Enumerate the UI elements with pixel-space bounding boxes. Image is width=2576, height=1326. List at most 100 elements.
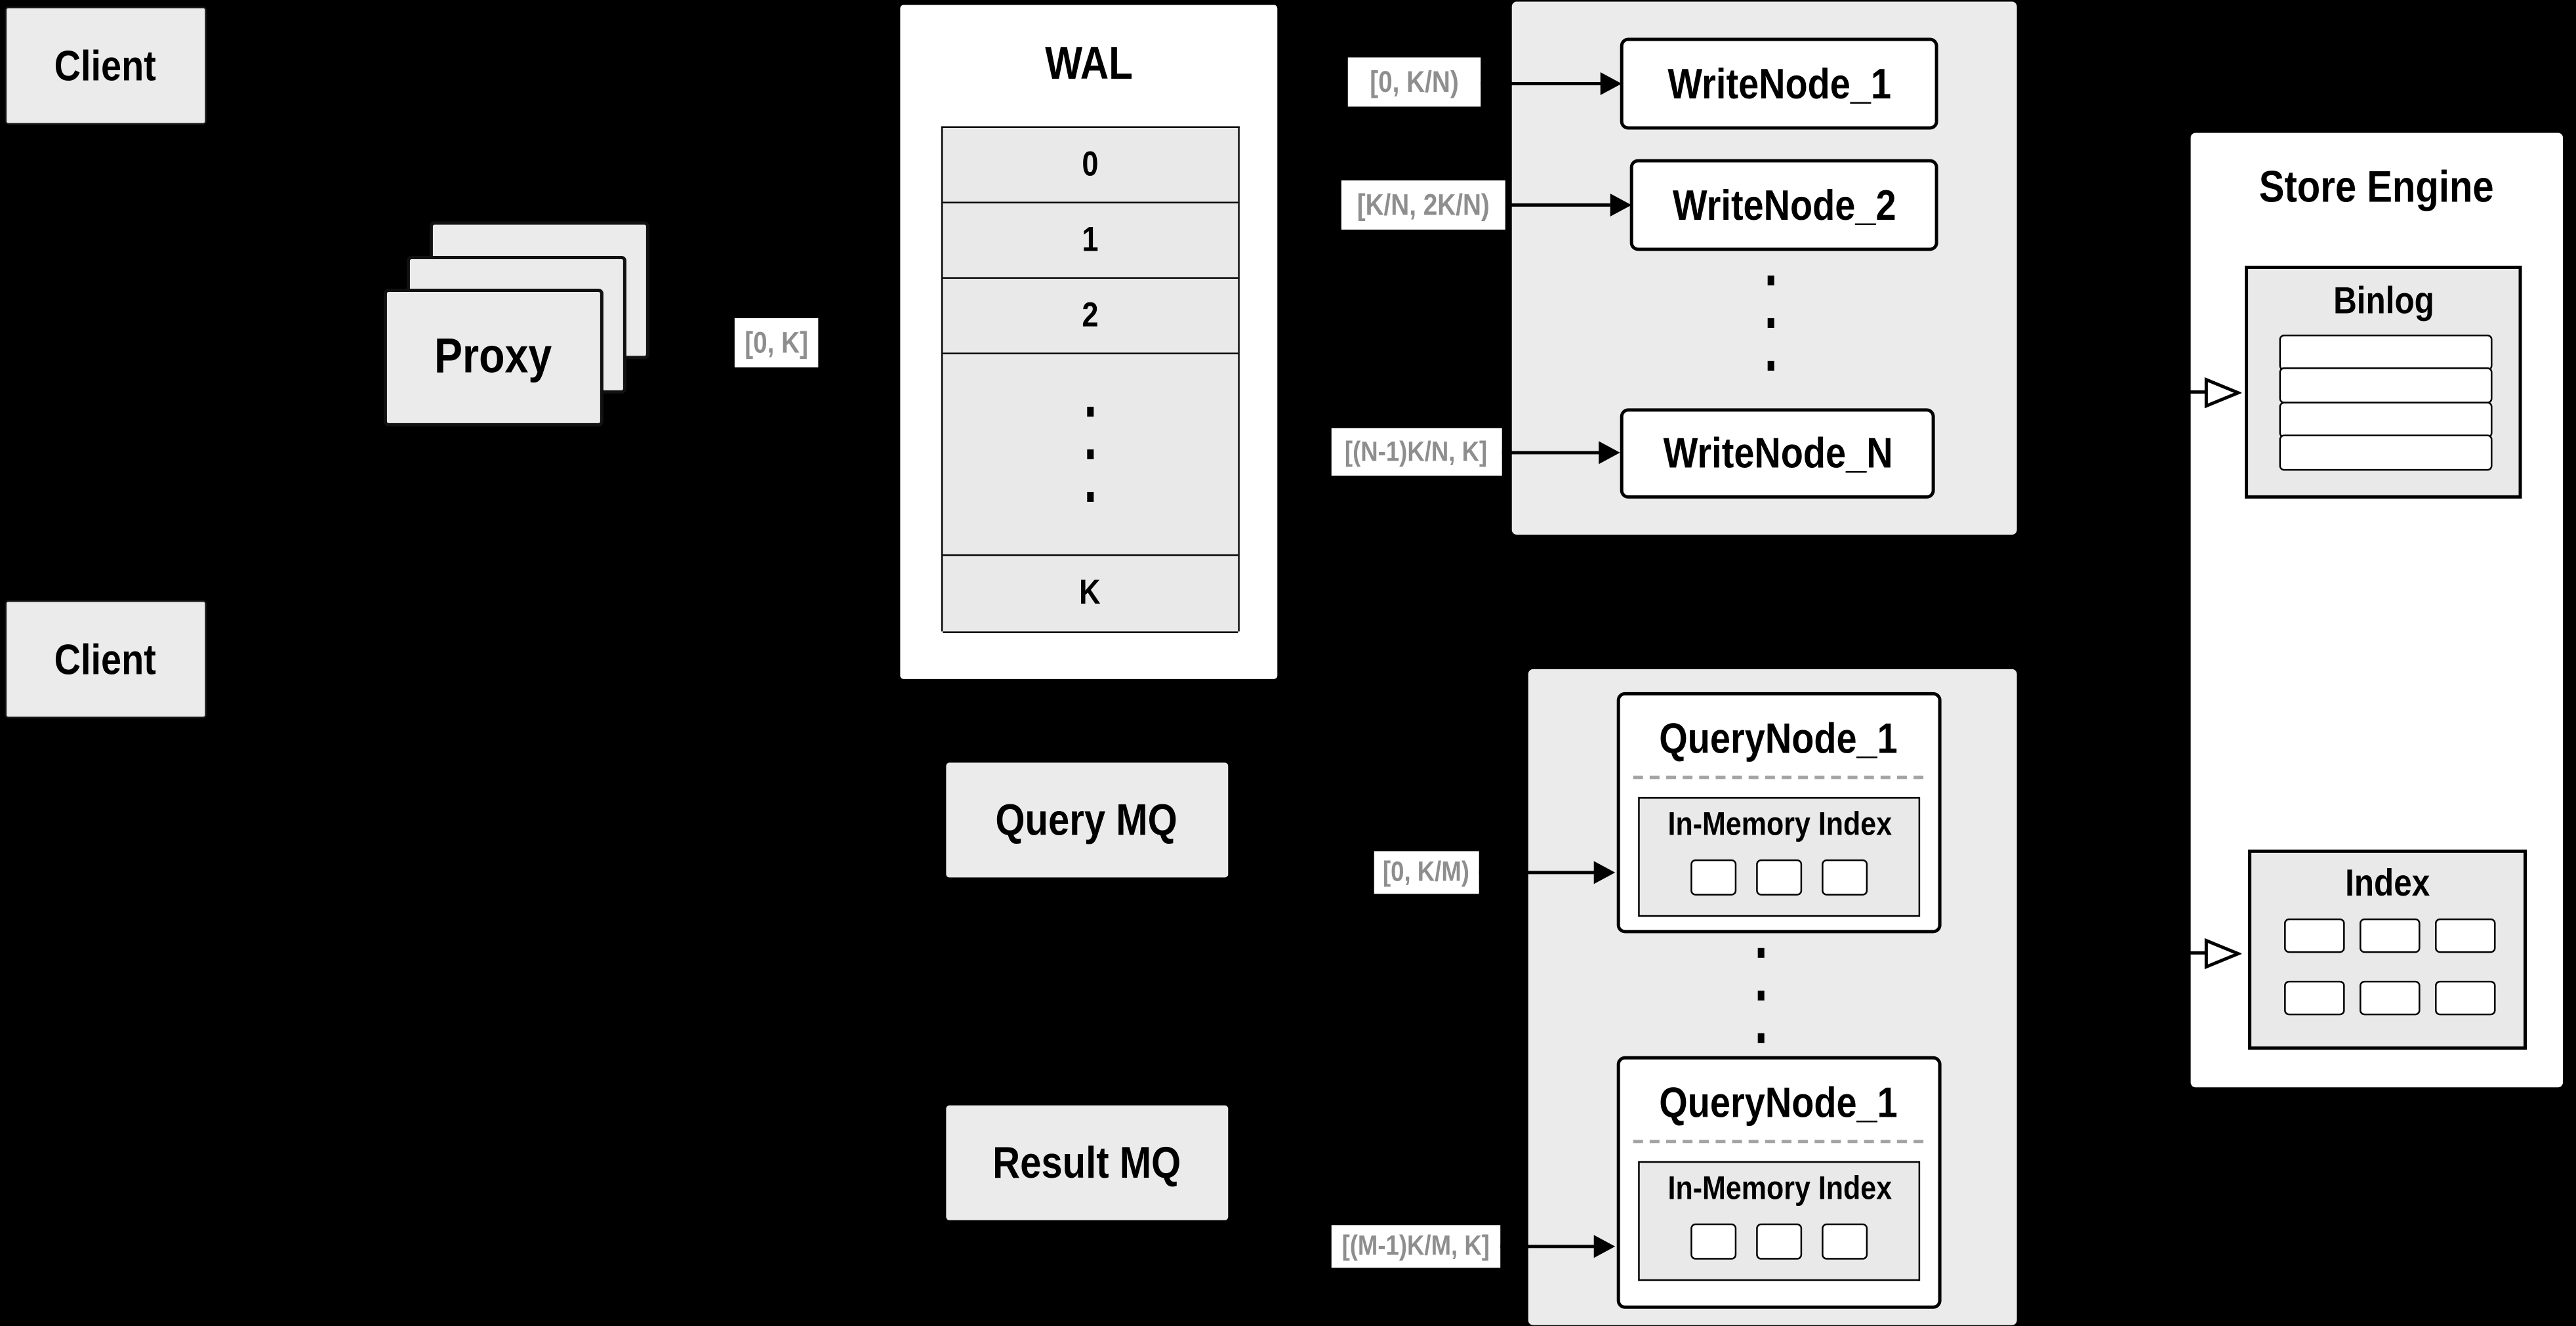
wal-row-2-label: 2: [1082, 296, 1099, 334]
client-bottom-label: Client: [54, 634, 157, 684]
wal-row-2: 2: [943, 278, 1238, 354]
arrow-write-2-shaft: [1507, 203, 1610, 207]
segment-cell: [1690, 859, 1737, 896]
proxy-card-front: Proxy: [383, 288, 603, 426]
binlog-row: [2279, 367, 2493, 404]
write-node-1-box: WriteNode_1: [1620, 37, 1938, 130]
arrow-write-n-shaft: [1502, 450, 1601, 455]
arrow-binlog-open-head: [2204, 377, 2242, 409]
query-node-1-title-wrap: QueryNode_1: [1620, 709, 1938, 768]
query-node-1-box: QueryNode_1 In-Memory Index: [1616, 692, 1942, 934]
wal-row-ellipsis: [943, 354, 1238, 556]
segment-cell: [1756, 859, 1803, 896]
range-chip-proxy: [0, K]: [734, 318, 819, 367]
in-memory-cells-2: [1640, 1223, 1919, 1260]
range-chip-write-1-label: [0, K/N): [1370, 64, 1459, 98]
binlog-row: [2279, 333, 2493, 370]
range-chip-proxy-label: [0, K]: [745, 325, 808, 359]
write-node-1-label: WriteNode_1: [1667, 58, 1891, 108]
wal-row-k: K: [943, 556, 1238, 633]
in-memory-index-box-2: In-Memory Index: [1638, 1161, 1921, 1281]
client-top-label: Client: [54, 40, 157, 90]
dot: [1767, 360, 1774, 371]
arrow-write-2-head: [1610, 192, 1632, 216]
range-chip-write-2-label: [K/N, 2K/N): [1357, 188, 1490, 221]
dot: [1087, 406, 1094, 417]
write-panel-ellipsis: [1767, 275, 1774, 371]
binlog-row: [2279, 401, 2493, 438]
arrow-write-n-head: [1599, 440, 1620, 464]
range-chip-query-m-label: [(M-1)K/M, K]: [1341, 1230, 1490, 1262]
binlog-title-wrap: Binlog: [2248, 276, 2518, 325]
dot: [1767, 318, 1774, 328]
query-mq-box: Query MQ: [946, 762, 1229, 878]
arrow-index-shaft: [2161, 951, 2207, 955]
arrow-query-1-head: [1593, 860, 1616, 884]
proxy-label: Proxy: [434, 329, 553, 384]
query-node-2-box: QueryNode_1 In-Memory Index: [1616, 1056, 1942, 1309]
query-node-2-divider: [1633, 1140, 1924, 1144]
result-mq-label: Result MQ: [992, 1137, 1181, 1187]
in-memory-index-1-title: In-Memory Index: [1667, 806, 1891, 842]
result-mq-box: Result MQ: [946, 1105, 1229, 1220]
write-node-2-box: WriteNode_2: [1629, 159, 1938, 251]
range-chip-query-1: [0, K/M): [1374, 851, 1479, 894]
in-memory-cells-1: [1640, 859, 1919, 896]
query-mq-label: Query MQ: [996, 795, 1178, 844]
query-node-1-divider: [1633, 776, 1924, 779]
binlog-row: [2279, 434, 2493, 471]
write-node-2-label: WriteNode_2: [1672, 179, 1896, 229]
range-chip-write-n-label: [(N-1)K/N, K]: [1345, 435, 1488, 467]
index-cell: [2284, 980, 2345, 1016]
client-box-bottom: Client: [5, 600, 207, 718]
range-chip-write-2: [K/N, 2K/N): [1341, 180, 1505, 230]
dot: [1767, 275, 1774, 285]
query-node-2-title: QueryNode_1: [1660, 1077, 1898, 1127]
wal-row-0: 0: [943, 127, 1238, 203]
index-cell: [2360, 918, 2421, 953]
index-cell: [2435, 918, 2496, 953]
in-memory-index-2-title: In-Memory Index: [1667, 1170, 1891, 1207]
wal-title: WAL: [1044, 37, 1133, 89]
query-node-1-title: QueryNode_1: [1660, 713, 1898, 762]
index-title-wrap: Index: [2251, 858, 2524, 907]
arrow-query-m-head: [1593, 1234, 1616, 1258]
in-memory-index-2-title-wrap: In-Memory Index: [1640, 1168, 1919, 1211]
segment-cell: [1822, 1223, 1868, 1260]
binlog-rows: [2279, 333, 2493, 471]
dot: [1087, 449, 1094, 459]
in-memory-index-box-1: In-Memory Index: [1638, 797, 1921, 917]
dot: [1757, 947, 1765, 958]
segment-cell: [1822, 859, 1868, 896]
wal-title-wrap: WAL: [900, 24, 1277, 103]
arrow-binlog-shaft: [2161, 390, 2207, 394]
index-cell: [2435, 980, 2496, 1016]
arrow-index-open-head: [2204, 938, 2242, 970]
dot: [1087, 491, 1094, 502]
client-box-top: Client: [5, 6, 207, 125]
wal-row-k-label: K: [1079, 573, 1101, 612]
index-cell: [2360, 980, 2421, 1016]
wal-row-1: 1: [943, 203, 1238, 279]
range-chip-query-1-label: [0, K/M): [1383, 856, 1470, 888]
segment-cell: [1756, 1223, 1803, 1260]
arrow-query-1-shaft: [1479, 870, 1596, 875]
wal-row-1-label: 1: [1082, 220, 1099, 259]
range-chip-write-1: [0, K/N): [1347, 57, 1481, 107]
arrow-query-m-shaft: [1500, 1244, 1596, 1249]
index-cells: [2284, 918, 2497, 1016]
wal-row-0-label: 0: [1082, 145, 1099, 183]
wal-table: 0 1 2 K: [941, 126, 1240, 633]
index-box: Index: [2248, 849, 2527, 1050]
dot: [1757, 990, 1765, 1001]
range-chip-query-m: [(M-1)K/M, K]: [1331, 1225, 1501, 1268]
index-title: Index: [2344, 860, 2430, 903]
range-chip-write-n: [(N-1)K/N, K]: [1331, 428, 1502, 476]
write-node-n-label: WriteNode_N: [1662, 428, 1892, 478]
query-node-2-title-wrap: QueryNode_1: [1620, 1073, 1938, 1132]
query-panel-ellipsis: [1757, 947, 1765, 1043]
dot: [1757, 1033, 1765, 1043]
write-node-n-box: WriteNode_N: [1620, 408, 1935, 499]
index-cell: [2284, 918, 2345, 953]
